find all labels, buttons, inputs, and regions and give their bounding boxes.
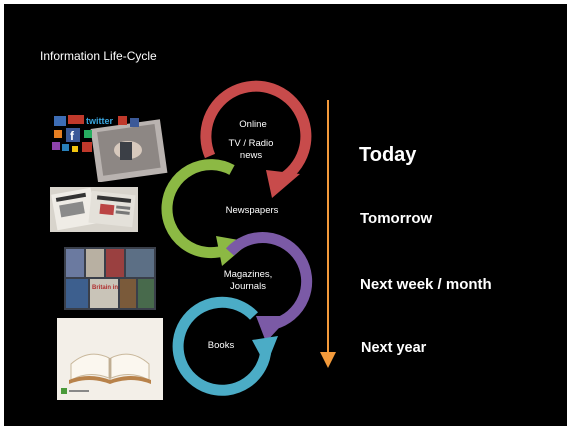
stage-label-online: Online bbox=[239, 119, 267, 130]
stage-label-magazines: Magazines, Journals bbox=[223, 269, 273, 292]
timeline-label-next-week: Next week / month bbox=[360, 276, 492, 293]
magazine-cover-text: Britain in 2016 bbox=[92, 285, 134, 291]
books-stage-arc bbox=[172, 296, 272, 396]
newspapers-image bbox=[50, 187, 138, 232]
newspapers-stage-arc bbox=[161, 159, 235, 259]
twitter-logo-text: twitter bbox=[86, 116, 113, 126]
presentation-slide: Information Life-Cycle twitter f bbox=[4, 4, 567, 426]
online-stage-arrowhead bbox=[266, 170, 300, 198]
open-book-icon bbox=[57, 318, 163, 400]
stage-label-tv-radio: TV / Radio news bbox=[228, 138, 274, 161]
social-media-collage-icon: twitter f bbox=[48, 112, 168, 182]
book-image bbox=[57, 318, 163, 400]
timeline-label-next-year: Next year bbox=[361, 340, 427, 356]
books-stage-arrowhead bbox=[252, 336, 278, 366]
stage-label-newspapers: Newspapers bbox=[225, 205, 279, 216]
magazines-stage-arrowhead bbox=[256, 316, 290, 342]
magazines-image: Britain in 2016 bbox=[64, 247, 156, 310]
timeline-label-tomorrow: Tomorrow bbox=[360, 210, 433, 227]
magazine-rack-icon: Britain in 2016 bbox=[64, 247, 156, 310]
online-stage-arc bbox=[200, 80, 312, 185]
newspaper-stack-icon bbox=[50, 187, 138, 232]
timeline-label-today: Today bbox=[359, 144, 417, 166]
stage-label-books: Books bbox=[207, 340, 235, 351]
slide-title: Information Life-Cycle bbox=[40, 49, 157, 63]
life-cycle-diagram bbox=[161, 80, 336, 396]
magazines-stage-arc bbox=[225, 232, 313, 330]
svg-text:f: f bbox=[70, 129, 75, 143]
social-media-image: twitter f bbox=[48, 112, 168, 182]
